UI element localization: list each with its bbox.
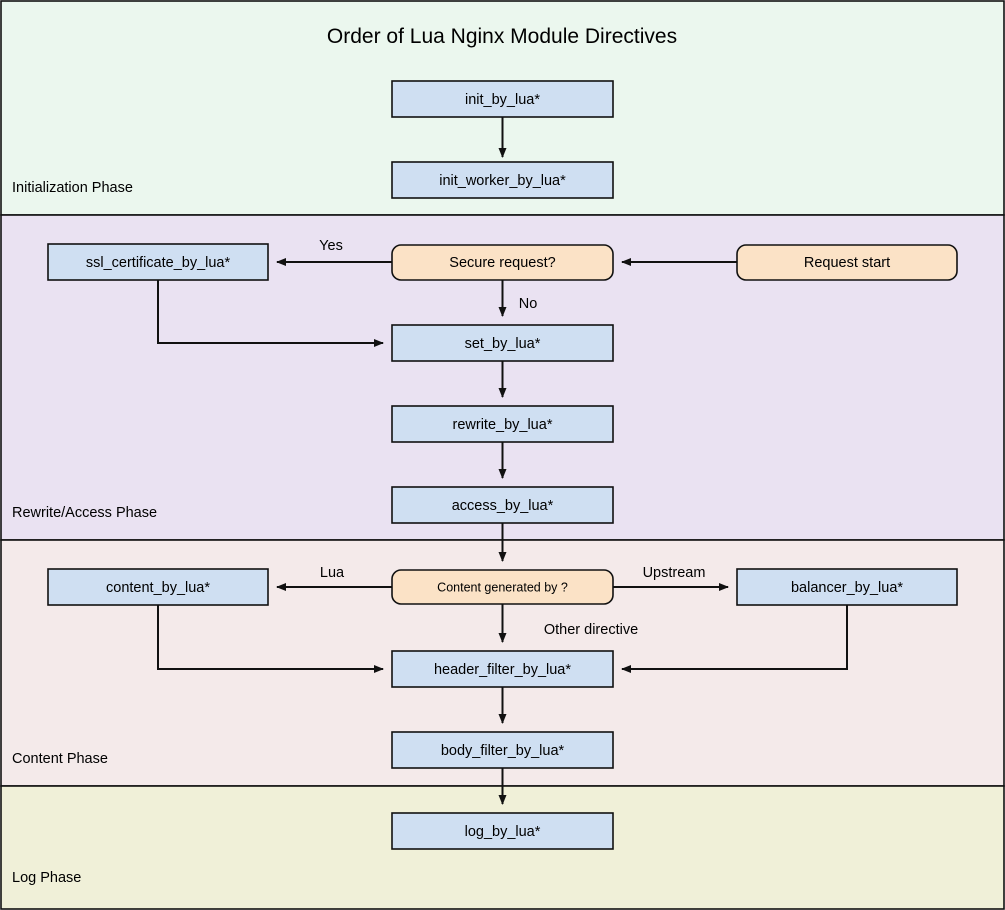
node-body-filter-by-lua[interactable]: body_filter_by_lua* [391, 731, 614, 769]
node-label-content-generated-by: Content generated by ? [437, 580, 568, 594]
phase-label-initialization: Initialization Phase [12, 180, 133, 196]
node-request-start[interactable]: Request start [736, 244, 958, 281]
node-init-worker-by-lua[interactable]: init_worker_by_lua* [391, 161, 614, 199]
edge-label-lua: Lua [320, 565, 345, 581]
node-content-by-lua[interactable]: content_by_lua* [47, 568, 269, 606]
node-balancer-by-lua[interactable]: balancer_by_lua* [736, 568, 958, 606]
node-label-set-by-lua: set_by_lua* [465, 336, 541, 352]
node-log-by-lua[interactable]: log_by_lua* [391, 812, 614, 850]
node-access-by-lua[interactable]: access_by_lua* [391, 486, 614, 524]
edge-label-yes: Yes [319, 238, 343, 254]
node-rewrite-by-lua[interactable]: rewrite_by_lua* [391, 405, 614, 443]
node-label-access-by-lua: access_by_lua* [452, 498, 554, 514]
edge-ssl-certificate-to-set-by-lua [157, 280, 384, 347]
node-label-header-filter-by-lua: header_filter_by_lua* [434, 662, 571, 678]
edge-label-other-directive: Other directive [544, 622, 638, 638]
node-label-init-by-lua: init_by_lua* [465, 92, 540, 108]
edge-content-by-lua-to-header-filter [157, 604, 384, 673]
node-ssl-certificate-by-lua[interactable]: ssl_certificate_by_lua* [47, 243, 269, 281]
node-init-by-lua[interactable]: init_by_lua* [391, 80, 614, 118]
node-label-log-by-lua: log_by_lua* [465, 824, 541, 840]
phase-label-rewrite-access: Rewrite/Access Phase [12, 505, 157, 521]
node-label-request-start: Request start [804, 255, 890, 271]
node-secure-request[interactable]: Secure request? [391, 244, 614, 281]
node-label-balancer-by-lua: balancer_by_lua* [791, 580, 903, 596]
node-header-filter-by-lua[interactable]: header_filter_by_lua* [391, 650, 614, 688]
node-label-secure-request: Secure request? [449, 255, 555, 271]
phase-label-content: Content Phase [12, 751, 108, 767]
edge-balancer-to-header-filter [621, 604, 848, 673]
phase-label-log: Log Phase [12, 870, 81, 886]
node-content-generated-by[interactable]: Content generated by ? [391, 569, 614, 605]
node-label-rewrite-by-lua: rewrite_by_lua* [453, 417, 553, 433]
node-label-init-worker-by-lua: init_worker_by_lua* [439, 173, 566, 189]
page-title: Order of Lua Nginx Module Directives [327, 25, 677, 48]
node-label-body-filter-by-lua: body_filter_by_lua* [441, 743, 565, 759]
node-label-ssl-certificate-by-lua: ssl_certificate_by_lua* [86, 255, 231, 271]
edge-label-upstream: Upstream [643, 565, 706, 581]
edge-label-no: No [519, 296, 538, 312]
node-set-by-lua[interactable]: set_by_lua* [391, 324, 614, 362]
node-label-content-by-lua: content_by_lua* [106, 580, 210, 596]
